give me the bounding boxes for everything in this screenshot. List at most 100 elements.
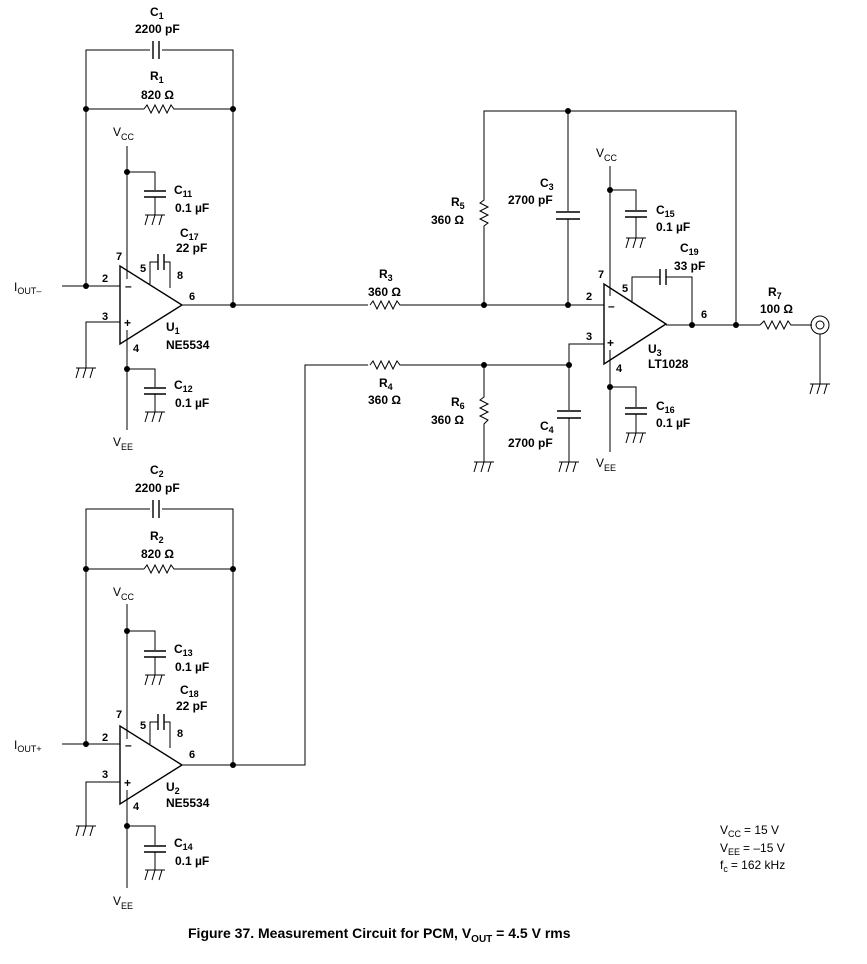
u1-label: U1: [166, 320, 180, 336]
c4-label: C4: [540, 419, 554, 435]
pin-4-u2: 4: [133, 801, 140, 813]
pin-5-u3: 5: [622, 283, 628, 295]
operating-conditions: VCC= 15 V VEE= –15 V fc= 162 kHz: [720, 823, 785, 874]
ground-symbol: [558, 461, 579, 473]
c15-label: C15: [656, 203, 675, 219]
pin-6-u2: 6: [189, 749, 195, 761]
pin-7-u1: 7: [116, 251, 122, 263]
c2-capacitor: [150, 499, 162, 519]
pin-6-u3: 6: [701, 309, 707, 321]
u2-label: U2: [166, 780, 180, 796]
r7-label: R7: [768, 285, 782, 301]
r4-value: 360 Ω: [368, 393, 401, 407]
pin-4-u3: 4: [616, 363, 623, 375]
u1-opamp: [119, 264, 184, 346]
c12-label: C12: [174, 378, 193, 394]
r3-label: R3: [379, 267, 393, 283]
c15-value: 0.1 µF: [656, 220, 690, 234]
c13-value: 0.1 µF: [175, 660, 209, 674]
u3-part: LT1028: [648, 357, 689, 371]
r1-value: 820 Ω: [141, 88, 174, 102]
r6-label: R6: [451, 395, 465, 411]
c1-value: 2200 pF: [135, 22, 180, 36]
pin-3-u3: 3: [586, 331, 592, 343]
u2-opamp: [119, 724, 184, 806]
pin-8-u2: 8: [177, 728, 183, 740]
r2-label: R2: [150, 529, 164, 545]
svg-text:+: +: [124, 316, 131, 330]
vcc-label-u1: VCC: [113, 125, 135, 142]
c14-label: C14: [174, 836, 193, 852]
iout-plus-label: IOUT+: [14, 738, 42, 754]
vee-label-u1: VEE: [113, 435, 133, 452]
c14-value: 0.1 µF: [175, 854, 209, 868]
pin-7-u2: 7: [116, 709, 122, 721]
svg-text:–: –: [125, 279, 132, 293]
pin-3-u2: 3: [102, 769, 108, 781]
ground-symbol: [144, 411, 165, 423]
ground-symbol: [144, 869, 165, 881]
r1-label: R1: [150, 69, 164, 85]
vee-label-u3: VEE: [596, 456, 616, 473]
u1-part: NE5534: [166, 338, 210, 352]
vee-condition: VEE= –15 V: [720, 841, 785, 857]
pin-5-u2: 5: [140, 720, 146, 732]
svg-text:+: +: [124, 776, 131, 790]
vcc-condition: VCC= 15 V: [720, 823, 779, 839]
c2-label: C2: [150, 463, 164, 479]
pin-5-u1: 5: [140, 263, 146, 275]
pin-2-u3: 2: [586, 291, 592, 303]
vcc-label-u2: VCC: [113, 585, 135, 602]
ground-symbol: [144, 214, 165, 226]
c1-label: C1: [150, 5, 164, 21]
pin-4-u1: 4: [133, 343, 140, 355]
figure-caption: Figure 37. Measurement Circuit for PCM, …: [188, 925, 571, 945]
r7-resistor: [759, 319, 812, 331]
c16-label: C16: [656, 399, 675, 415]
c18-label: C18: [180, 683, 199, 699]
ground-symbol: [625, 432, 646, 444]
r4-resistor: [368, 359, 404, 371]
r5-label: R5: [451, 195, 465, 211]
ground-symbol: [144, 674, 165, 686]
pin-7-u3: 7: [598, 269, 604, 281]
c4-value: 2700 pF: [508, 436, 553, 450]
r5-value: 360 Ω: [431, 213, 464, 227]
r6-value: 360 Ω: [431, 413, 464, 427]
output-connector-icon: [809, 315, 830, 395]
c12-value: 0.1 µF: [175, 396, 209, 410]
pin-8-u1: 8: [177, 270, 183, 282]
u2-part: NE5534: [166, 796, 210, 810]
c18-value: 22 pF: [176, 699, 207, 713]
c3-label: C3: [540, 176, 554, 192]
r5-resistor: [478, 196, 490, 232]
c2-value: 2200 pF: [135, 481, 180, 495]
c1-capacitor: [150, 40, 162, 60]
r3-resistor: [368, 299, 404, 311]
c11-label: C11: [174, 183, 192, 199]
c13-label: C13: [174, 642, 193, 658]
c3-value: 2700 pF: [508, 193, 553, 207]
svg-text:–: –: [125, 738, 132, 752]
u2-section: – +: [62, 364, 400, 888]
pin-6-u1: 6: [189, 291, 195, 303]
u3-section: – +: [368, 108, 830, 473]
iout-minus-label: IOUT–: [14, 280, 41, 296]
pin-2-u2: 2: [102, 732, 108, 744]
r2-resistor: [143, 563, 178, 575]
u1-section: – +: [62, 40, 400, 430]
r1-resistor: [143, 103, 178, 115]
r7-value: 100 Ω: [760, 302, 793, 316]
c19-label: C19: [680, 241, 699, 257]
c17-label: C17: [180, 226, 199, 242]
u3-opamp: [603, 282, 668, 366]
pin-2-u1: 2: [102, 273, 108, 285]
r2-value: 820 Ω: [141, 547, 174, 561]
c11-value: 0.1 µF: [175, 201, 209, 215]
c17-value: 22 pF: [176, 241, 207, 255]
r6-resistor: [478, 394, 490, 428]
ground-symbol: [625, 237, 646, 249]
fc-condition: fc= 162 kHz: [720, 858, 785, 874]
c16-value: 0.1 µF: [656, 416, 690, 430]
